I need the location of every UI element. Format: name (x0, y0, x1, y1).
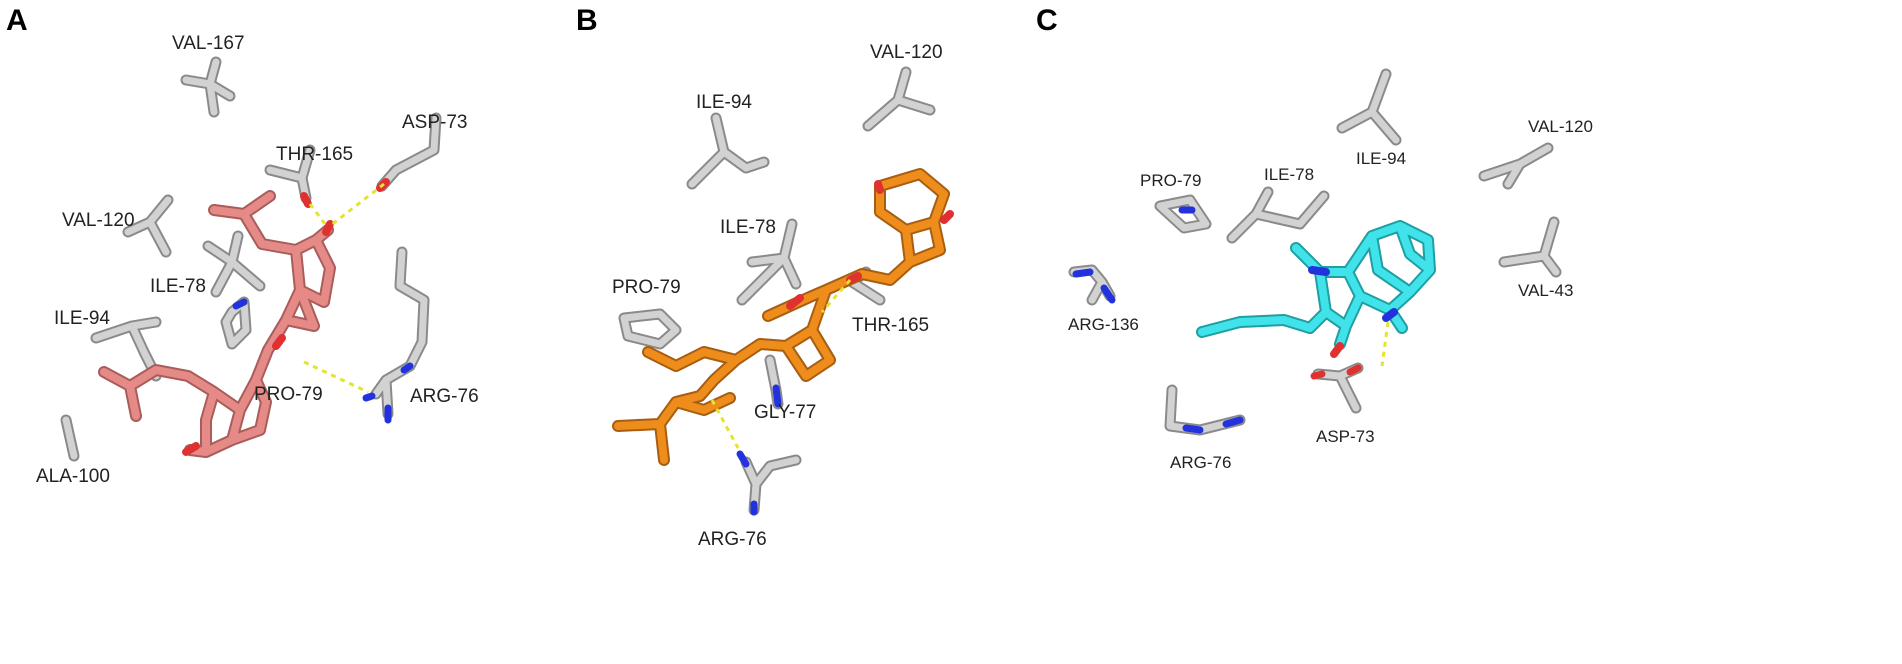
label-ile-78: ILE-78 (1264, 165, 1314, 184)
panel-c-ligand (1196, 220, 1436, 358)
label-thr-165: THR-165 (852, 315, 929, 336)
label-arg-76: ARG-76 (410, 386, 479, 407)
panel-a-hbonds (303, 182, 385, 394)
residue-ala-100-sticks (60, 414, 80, 462)
residue-arg-76-sticks (736, 450, 802, 516)
label-ile-78: ILE-78 (150, 276, 206, 297)
residue-val-120-sticks (122, 194, 174, 258)
residue-ile-78-sticks (736, 218, 802, 306)
label-val-167: VAL-167 (172, 33, 245, 54)
residue-thr-165-sticks (264, 144, 316, 208)
hbond-asp-73 (1380, 321, 1390, 367)
panel-a-ligand (98, 190, 336, 458)
residue-pro-79-sticks (220, 296, 252, 350)
panel-c-letter: C (1036, 4, 1058, 37)
label-ile-94: ILE-94 (1356, 149, 1406, 168)
label-val-120: VAL-120 (870, 42, 943, 63)
panel-b-residues (618, 66, 936, 516)
label-gly-77: GLY-77 (754, 402, 816, 423)
residue-ile-94-sticks (686, 112, 770, 190)
panel-b-letter: B (576, 4, 598, 37)
panel-b-labels: VAL-120 ILE-94 ILE-78 PRO-79 THR-165 GLY… (612, 42, 943, 550)
label-arg-76: ARG-76 (1170, 453, 1231, 472)
label-ile-94: ILE-94 (54, 308, 110, 329)
label-pro-79: PRO-79 (254, 384, 323, 405)
panel-c-residues (1068, 68, 1562, 436)
panel-a-letter: A (6, 4, 28, 37)
residue-ile-78-sticks (202, 230, 266, 298)
panel-b: B (576, 4, 954, 550)
label-pro-79: PRO-79 (612, 277, 681, 298)
panel-c-hbonds (1380, 321, 1390, 367)
residue-arg-136-sticks (1068, 264, 1116, 306)
label-thr-165: THR-165 (276, 144, 353, 165)
residue-pro-79-sticks (618, 308, 682, 350)
hbond-asp-73 (329, 182, 385, 228)
label-ile-94: ILE-94 (696, 92, 752, 113)
residue-val-120-sticks (862, 66, 936, 132)
residue-val-43-sticks (1498, 216, 1562, 278)
residue-ile-94-sticks (90, 316, 162, 382)
hbond-arg-76 (303, 360, 369, 394)
label-val-43: VAL-43 (1518, 281, 1573, 300)
residue-val-167-sticks (180, 56, 236, 118)
residue-ile-94-sticks (1336, 68, 1402, 146)
panel-a-residues (60, 56, 442, 462)
label-ile-78: ILE-78 (720, 217, 776, 238)
label-val-120: VAL-120 (1528, 117, 1593, 136)
residue-ile-78-sticks (1226, 186, 1330, 244)
panel-c-labels: ILE-94 VAL-120 PRO-79 ILE-78 ARG-136 VAL… (1068, 117, 1593, 472)
residue-val-120-sticks (1478, 142, 1554, 190)
residue-pro-79-sticks (1154, 194, 1212, 234)
residue-arg-76-sticks (362, 246, 430, 424)
label-asp-73: ASP-73 (402, 112, 467, 133)
panel-b-ligand (612, 168, 954, 466)
residue-asp-73-sticks (1310, 362, 1364, 414)
panel-b-hbonds (710, 279, 852, 449)
label-pro-79: PRO-79 (1140, 171, 1201, 190)
residue-gly-77-sticks (764, 354, 784, 410)
panel-a: A (6, 4, 479, 487)
residue-arg-76-sticks (1164, 384, 1246, 436)
hbond-thr-165 (308, 203, 330, 229)
label-asp-73: ASP-73 (1316, 427, 1375, 446)
label-ala-100: ALA-100 (36, 466, 110, 487)
label-arg-136: ARG-136 (1068, 315, 1139, 334)
label-val-120: VAL-120 (62, 210, 135, 231)
hbond-thr-165 (820, 279, 852, 313)
panel-a-labels: VAL-167 THR-165 ASP-73 VAL-120 ILE-78 IL… (36, 33, 479, 487)
panel-c: C (1036, 4, 1593, 472)
label-arg-76: ARG-76 (698, 529, 767, 550)
